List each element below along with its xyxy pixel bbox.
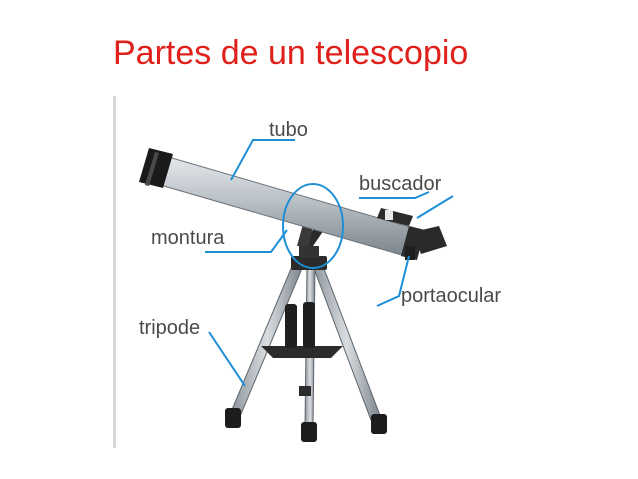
- label-buscador: buscador: [359, 173, 442, 195]
- telescope-figure: tubo buscador montura portaocular tripod…: [113, 96, 525, 448]
- label-montura: montura: [151, 227, 225, 249]
- label-portaocular: portaocular: [401, 285, 502, 307]
- telescope-illustration: [139, 139, 454, 442]
- finder-scope: [377, 208, 413, 226]
- eyepiece-holder: [405, 226, 447, 260]
- mount-highlight-circle: [282, 183, 344, 269]
- page-title: Partes de un telescopio: [113, 34, 469, 72]
- callouts: [205, 139, 454, 387]
- accessory-tray: [261, 302, 343, 396]
- mount-callout-line: [205, 229, 288, 253]
- tube-callout-line: [230, 139, 295, 181]
- label-tubo: tubo: [269, 119, 308, 141]
- finder-callout-line-2: [416, 195, 454, 219]
- figure-border: [113, 96, 116, 448]
- eyepiece-callout-line: [376, 255, 410, 307]
- label-tripode: tripode: [139, 317, 201, 339]
- tripod-callout-line: [208, 331, 246, 387]
- finder-callout-line: [359, 191, 430, 199]
